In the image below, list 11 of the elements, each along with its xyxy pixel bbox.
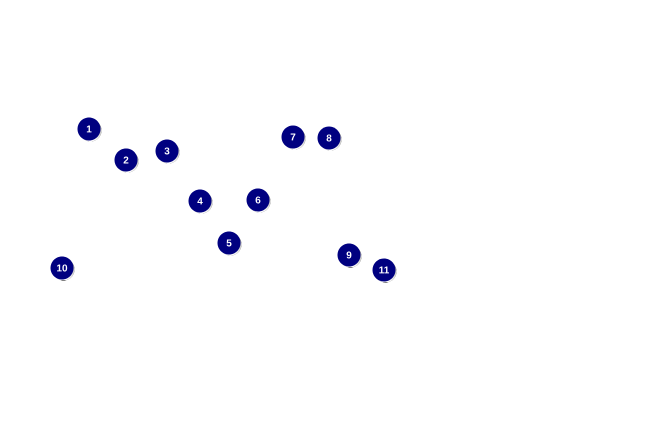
- callout-number: 7: [282, 126, 306, 150]
- callout-number: 4: [188, 189, 212, 214]
- callout-number: 3: [156, 140, 180, 164]
- callout-number: 10: [50, 256, 74, 280]
- callout-number: 9: [338, 244, 362, 268]
- callout-number: 1: [78, 118, 102, 142]
- callout-number: 5: [218, 231, 242, 256]
- callout-number: 8: [318, 126, 342, 150]
- callout-number: 11: [372, 258, 396, 282]
- callout-number: 2: [114, 148, 138, 172]
- callout-number: 6: [246, 188, 270, 212]
